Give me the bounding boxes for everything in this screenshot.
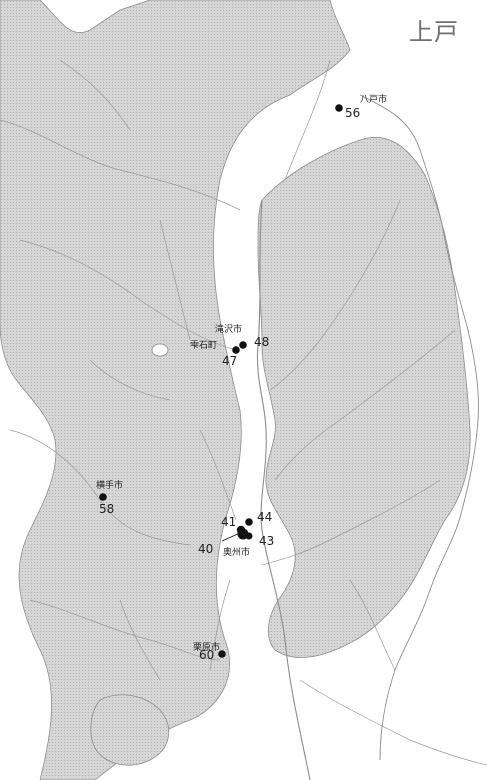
site-number-48: 48 (254, 335, 270, 349)
main-river (256, 199, 311, 780)
place-label-kurihara: 栗原市 (193, 643, 221, 653)
place-label-oshu: 奥州市 (223, 548, 251, 558)
lake (151, 343, 169, 357)
site-number-40: 40 (198, 542, 214, 556)
site-markers (99, 104, 343, 658)
oshu-leader-line (221, 532, 241, 542)
site-marker-56 (335, 104, 343, 112)
place-label-takizawa: 滝沢市 (215, 325, 243, 335)
place-label-shizukuishi: 雫石町 (190, 341, 218, 351)
place-label-yokote: 横手市 (96, 481, 124, 491)
coastline (359, 94, 479, 761)
map-title: 上戸 (409, 18, 459, 46)
site-number-58: 58 (99, 502, 115, 516)
eastern-upland-area (257, 137, 471, 658)
site-number-47: 47 (222, 354, 238, 368)
site-number-44: 44 (257, 510, 273, 524)
tributaries (0, 59, 487, 766)
site-number-41: 41 (221, 515, 237, 529)
site-marker-47 (232, 346, 240, 354)
site-marker-58 (99, 493, 107, 501)
site-number-60: 60 (199, 648, 215, 662)
site-marker-48 (239, 341, 247, 349)
site-marker-60 (218, 650, 226, 658)
site-number-56: 56 (345, 106, 361, 120)
upland-area (0, 0, 351, 780)
site-marker-44 (245, 518, 253, 526)
southern-upland-area (90, 694, 169, 766)
place-label-hachinohe: 八戸市 (360, 95, 388, 105)
site-marker-43 (245, 532, 253, 540)
site-number-43: 43 (259, 534, 275, 548)
